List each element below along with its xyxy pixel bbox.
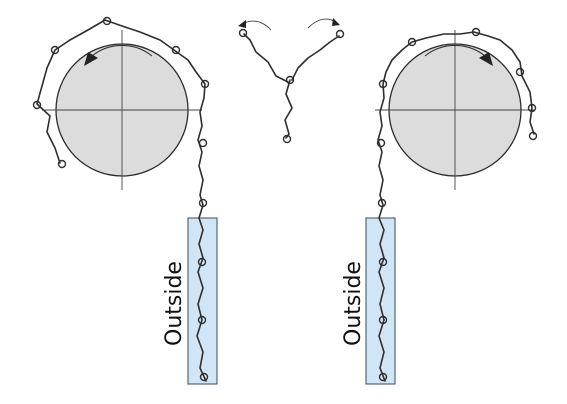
right-panel: Outside xyxy=(341,27,538,385)
center-panel xyxy=(238,18,345,144)
left-joint-right xyxy=(200,79,210,89)
left-outside-label: Outside xyxy=(162,261,187,346)
center-stem xyxy=(284,79,293,139)
right-outside-label: Outside xyxy=(341,261,366,346)
left-joint-top xyxy=(102,16,112,26)
right-joint-tube-top xyxy=(377,198,387,208)
left-chain xyxy=(36,19,207,382)
left-joint-lower-right xyxy=(198,138,208,148)
left-joint-upper-right xyxy=(171,45,181,55)
left-joint-tube-upper xyxy=(197,257,207,267)
right-rotation-arrowhead xyxy=(479,52,493,66)
right-joint-top xyxy=(471,27,481,37)
right-joint-bottom xyxy=(378,372,388,382)
left-joint-left xyxy=(32,100,42,110)
center-right-swing-arrow xyxy=(307,18,337,29)
center-right-swing-arrowhead xyxy=(332,18,340,26)
left-joint-tube-lower xyxy=(197,315,207,325)
right-rotation-arrow xyxy=(424,44,486,57)
center-joint-bottom xyxy=(282,134,292,144)
center-left-arm xyxy=(243,33,289,83)
left-rotation-arrow xyxy=(91,44,153,57)
center-left-swing-arrow xyxy=(241,20,272,31)
right-joint-left xyxy=(378,79,388,89)
left-joint-tube-top xyxy=(198,198,208,208)
center-joint-left-tip xyxy=(238,28,248,38)
center-right-arm xyxy=(291,35,340,81)
left-joint-free-end xyxy=(57,159,67,169)
left-rotation-arrowhead xyxy=(84,52,98,66)
left-joint-upper-left xyxy=(50,45,60,55)
right-joint-lower-left xyxy=(376,138,386,148)
center-left-swing-arrowhead xyxy=(238,20,246,28)
center-joint-right-tip xyxy=(335,29,345,39)
right-chain xyxy=(377,31,535,382)
left-outside-tube xyxy=(187,217,218,385)
left-joint-bottom xyxy=(199,372,209,382)
right-joint-upper-right xyxy=(515,67,525,77)
center-joint-hub xyxy=(285,75,295,85)
right-joint-tube-upper xyxy=(378,257,388,267)
left-panel: Outside xyxy=(32,16,218,385)
right-joint-right xyxy=(527,103,537,113)
right-joint-upper-left xyxy=(407,37,417,47)
right-joint-tube-lower xyxy=(378,315,388,325)
right-joint-free-end xyxy=(528,131,538,141)
